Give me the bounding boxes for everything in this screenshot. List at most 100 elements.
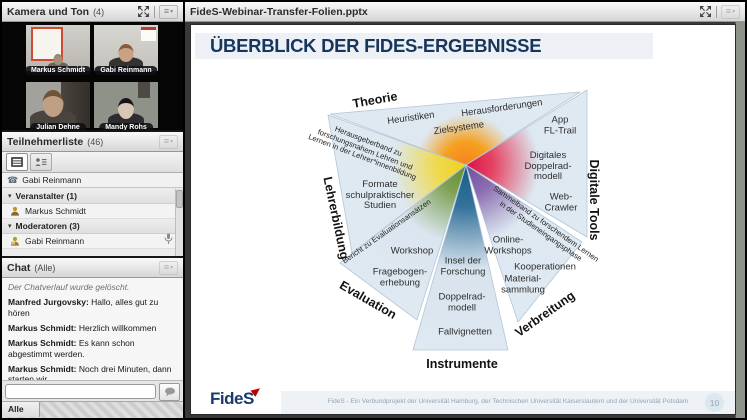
chat-message-list: Der Chatverlauf wurde gelöscht. Manfred … [2,278,183,380]
slide-footer-band: FideS - Ein Verbundprojekt der Universit… [281,391,735,414]
item-fragebogenerhebung: Fragebogen- erhebung [372,266,428,288]
chat-text: Noch drei Minuten, dann starten wir [8,363,172,380]
chat-cleared-notice: Der Chatverlauf wurde gelöscht. [8,282,130,292]
video-name-label: Markus Schmidt [24,66,92,75]
menu-caret-glyph: ▾ [170,8,174,15]
send-message-button[interactable] [159,382,180,401]
pod-menu-icon[interactable]: ≡ ▾ [159,4,178,19]
video-tile[interactable]: Mandy Rohs [94,82,158,130]
group-label: Veranstalter (1) [15,191,77,201]
detail-view-button[interactable] [30,153,52,171]
chat-author: Markus Schmidt: [8,363,77,374]
fides-logo-text: FideS [210,389,254,408]
participants-list: ▾ Veranstalter (1) Markus Schmidt ▾ Mode… [2,189,183,256]
chat-pod-title: Chat [7,261,31,274]
stage-background-strip [735,22,745,418]
sidebar: Kamera und Ton (4) ≡ ▾ Markus Schmidt Ga… [2,2,183,418]
item-app-fl-trail: App FL-Trail [543,114,577,136]
camera-grid: Markus Schmidt Gabi Reinmann Julian Dehn… [2,22,183,130]
scrollbar-thumb[interactable] [176,190,183,208]
chat-pod: Chat (Alle) ≡ ▾ Der Chatverlauf wurde ge… [2,258,183,418]
participants-toolbar [2,152,183,173]
slide: ÜBERBLICK DER FIDES-ERGEBNISSE [191,25,735,414]
chat-text: Es kann schon abgestimmt werden. [8,337,135,359]
header-divider [716,5,717,18]
fullscreen-icon[interactable] [136,5,150,18]
pod-menu-icon[interactable]: ≡ ▾ [721,4,740,19]
menu-lines-glyph: ≡ [163,6,170,16]
chat-pod-scope: (Alle) [34,262,56,273]
item-workshop: Workshop [390,245,434,257]
video-feed [94,25,158,71]
item-materialsammlung: Material- sammlung [501,273,545,295]
participants-scrollbar[interactable] [175,189,183,256]
microphone-icon [164,232,173,250]
item-web-crawler: Web- Crawler [544,191,578,213]
item-fallvignetten: Fallvignetten [438,326,492,338]
chat-message: Manfred Jurgovsky: Hallo, alles gut zu h… [8,297,177,318]
participant-name: Gabi Reinmann [25,236,85,246]
menu-lines-glyph: ≡ [163,136,170,146]
participants-pod-header: Teilnehmerliste (46) ≡ ▾ [2,132,183,152]
camera-pod: Kamera und Ton (4) ≡ ▾ Markus Schmidt Ga… [2,2,183,130]
participant-name: Markus Schmidt [25,206,86,216]
chat-pod-header: Chat (Alle) ≡ ▾ [2,258,183,278]
petal-verbreitung [465,164,583,323]
video-feed [94,82,158,128]
item-online-workshops: Online- Workshops [484,234,532,256]
active-speaker-name: Gabi Reinmann [22,175,82,185]
host-icon [11,206,19,216]
menu-lines-glyph: ≡ [163,262,170,272]
item-kooperationen: Kooperationen [514,261,576,273]
chat-tab-alle[interactable]: Alle [2,402,40,417]
group-header-moderatoren[interactable]: ▾ Moderatoren (3) [2,219,183,234]
presentation-pod: FideS-Webinar-Transfer-Folien.pptx ≡ ▾ Ü… [185,2,745,418]
pod-menu-icon[interactable]: ≡ ▾ [159,260,178,275]
door-decor [138,82,150,98]
chat-message: Markus Schmidt: Es kann schon abgestimmt… [8,338,177,359]
active-speaker-row: ☎ Gabi Reinmann [2,173,183,188]
video-tile[interactable]: Julian Dehne [26,82,90,130]
presentation-title: FideS-Webinar-Transfer-Folien.pptx [190,5,368,18]
group-label: Moderatoren (3) [15,221,80,231]
menu-caret-glyph: ▾ [170,264,174,271]
chat-author: Markus Schmidt: [8,322,77,333]
list-view-button[interactable] [6,153,28,171]
video-feed [26,82,90,128]
chat-tab-bar: Alle [2,401,183,418]
chat-message: Markus Schmidt: Herzlich willkommen [8,323,177,334]
slide-title: ÜBERBLICK DER FIDES-ERGEBNISSE [210,35,542,56]
petal-instrumente [412,164,509,351]
chat-message: Markus Schmidt: Noch drei Minuten, dann … [8,364,177,380]
menu-lines-glyph: ≡ [725,6,732,16]
item-formate-schulpraktischer-studien: Formate schulpraktischer Studien [345,179,415,212]
chat-author: Markus Schmidt: [8,337,77,348]
slide-page-number: 10 [705,393,724,412]
item-digitales-doppelradmodell: Digitales Doppelrad- modell [524,150,572,183]
participant-row[interactable]: Markus Schmidt [2,204,183,219]
collapse-icon: ▾ [8,192,12,200]
video-tile[interactable]: Gabi Reinmann [94,25,158,75]
collapse-icon: ▾ [8,222,12,230]
chat-input[interactable] [5,384,156,399]
video-name-label: Julian Dehne [30,123,86,130]
presentation-pod-header: FideS-Webinar-Transfer-Folien.pptx ≡ ▾ [185,2,745,22]
video-name-label: Gabi Reinmann [94,66,158,75]
fides-pinwheel-diagram [327,89,588,351]
menu-caret-glyph: ▾ [732,8,736,15]
pod-menu-icon[interactable]: ≡ ▾ [159,134,178,149]
video-tile[interactable]: Markus Schmidt [24,25,92,75]
petal-lehrerbildung [327,114,467,254]
participants-pod-count: (46) [87,136,104,147]
item-insel-der-forschung: Insel der Forschung [440,255,486,277]
fullscreen-icon[interactable] [698,5,712,18]
speech-bubble-icon [164,387,175,396]
participant-row[interactable]: Gabi Reinmann [2,232,183,250]
petal-theorie [329,91,581,166]
group-header-veranstalter[interactable]: ▾ Veranstalter (1) [2,189,183,204]
chat-text: Hallo, alles gut zu hören [8,297,159,318]
header-divider [154,5,155,18]
poster-decor [31,27,63,61]
camera-pod-title: Kamera und Ton [7,5,90,18]
moderator-icon [11,236,19,246]
